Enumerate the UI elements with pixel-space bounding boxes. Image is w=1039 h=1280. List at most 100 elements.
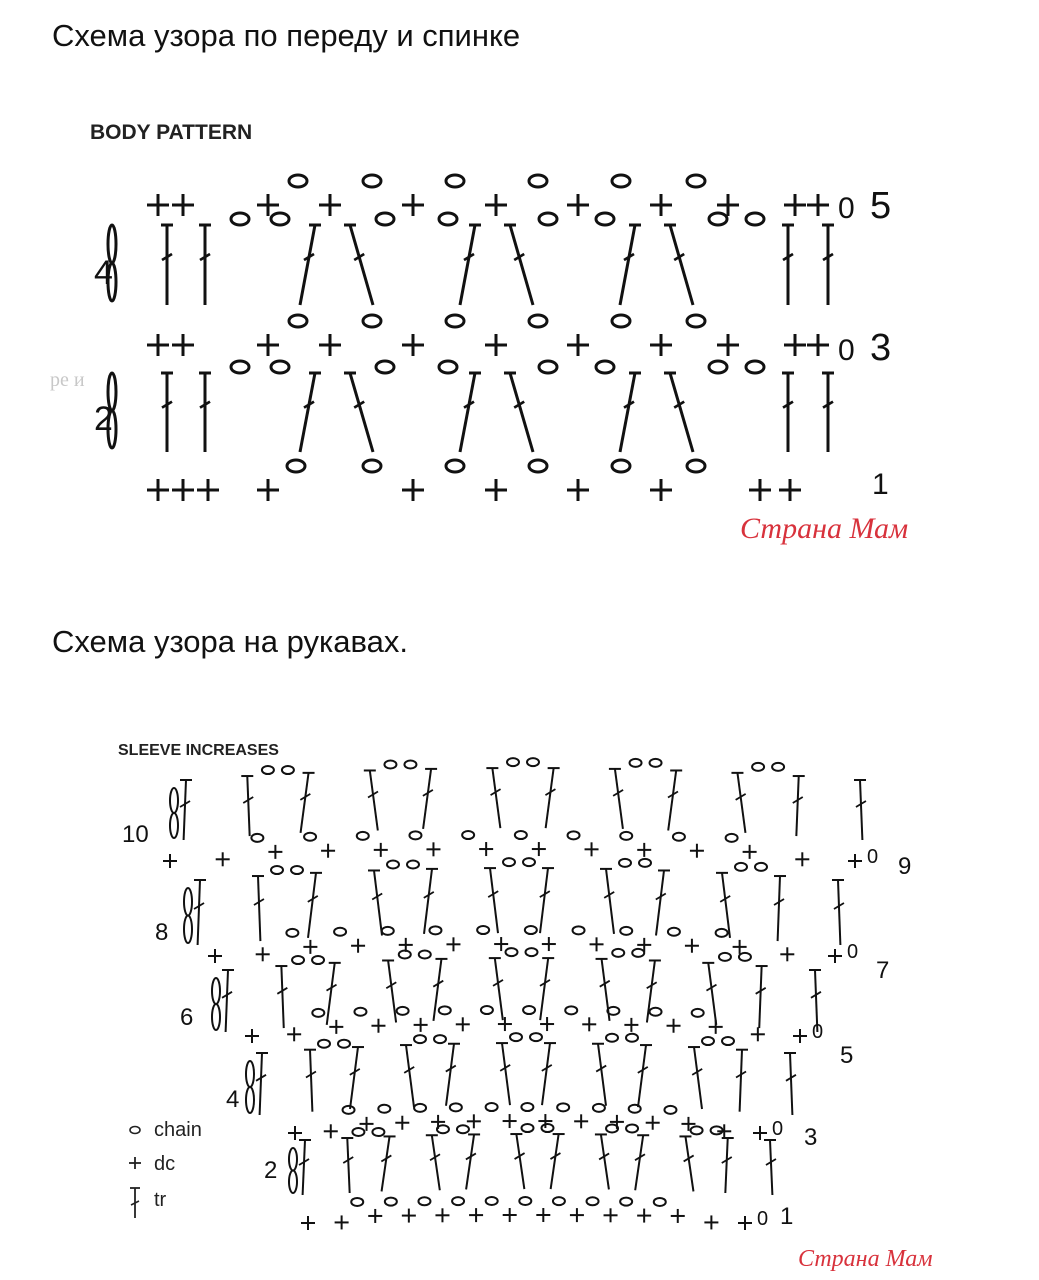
chain-symbol: [754, 861, 768, 872]
tr-symbol: [510, 1133, 526, 1190]
tr-stroke: [221, 991, 233, 999]
tr-stroke: [465, 1152, 477, 1161]
tr-stroke: [706, 983, 717, 992]
tr-stroke: [735, 793, 747, 801]
chain-symbol: [291, 955, 306, 966]
dc-symbol: [426, 842, 441, 857]
chain-symbol: [377, 1103, 392, 1114]
dc-symbol: [717, 194, 739, 216]
dc-symbol: [569, 1208, 584, 1223]
tr-symbol: [679, 1135, 695, 1192]
chain-symbol: [564, 1005, 579, 1016]
tr-symbol: [539, 957, 555, 1021]
chain-symbol: [709, 1125, 724, 1136]
chain-symbol: [663, 1104, 678, 1115]
dc-symbol: [172, 334, 194, 356]
chain-symbol: [690, 1007, 705, 1018]
tr-symbol: [618, 371, 641, 453]
chain-symbol: [311, 955, 326, 966]
tr-stroke: [423, 868, 433, 935]
dc-symbol: [828, 949, 842, 963]
row-number-8: 8: [155, 919, 168, 946]
tr-stroke: [326, 983, 337, 992]
chain-symbol: [341, 1104, 356, 1115]
tr-stroke: [463, 400, 475, 409]
tr-stroke: [348, 224, 375, 306]
tr-stroke: [603, 891, 615, 899]
tr-symbol: [655, 869, 670, 936]
tr-symbol: [539, 867, 554, 934]
chain-symbol: [211, 1003, 221, 1031]
chain-symbol: [250, 832, 265, 843]
tr-stroke: [299, 793, 311, 801]
chain-symbol: [290, 865, 304, 876]
chain-symbol: [652, 1196, 667, 1207]
tr-stroke: [721, 1156, 733, 1164]
sleeve-increases-chart: SLEEVE INCREASES 10 9 8 7 6 5 4 3 2 1 ch…: [118, 742, 933, 1272]
start-mark: 0: [757, 1208, 768, 1230]
chain-symbol: [285, 458, 307, 474]
tr-stroke: [349, 1046, 359, 1110]
tr-stroke: [855, 800, 867, 808]
tr-stroke: [721, 872, 731, 938]
chain-symbol: [585, 1196, 600, 1207]
dc-symbol: [466, 1114, 481, 1129]
tr-stroke: [646, 981, 658, 990]
chain-symbol: [183, 914, 193, 944]
chain-symbol: [280, 765, 295, 776]
dc-symbol: [750, 1027, 765, 1042]
dc-symbol: [147, 194, 169, 216]
chain-symbol: [435, 1124, 450, 1135]
tr-stroke: [458, 224, 477, 306]
dc-symbol: [255, 947, 270, 962]
dc-symbol: [288, 1126, 302, 1140]
chain-symbol: [444, 313, 466, 329]
tr-stroke: [492, 979, 504, 987]
tr-stroke: [299, 772, 310, 833]
dc-symbol: [497, 1017, 512, 1032]
chain-symbol: [437, 1005, 452, 1016]
tr-stroke: [707, 962, 718, 1025]
start-mark: 0: [838, 334, 855, 367]
chain-symbol: [288, 1169, 298, 1194]
chain-symbol: [591, 1102, 606, 1113]
tr-symbol: [349, 1046, 364, 1110]
tr-stroke: [422, 768, 433, 830]
tr-stroke: [423, 891, 435, 899]
chain-symbol: [374, 211, 396, 227]
tr-symbol: [688, 1046, 703, 1110]
tr-symbol: [541, 1042, 556, 1106]
chain-symbol: [106, 261, 118, 303]
dc-symbol: [541, 937, 556, 952]
tr-stroke: [445, 1043, 455, 1106]
dc-symbol: [402, 194, 424, 216]
chain-symbol: [417, 949, 432, 960]
chain-symbol: [540, 1123, 555, 1134]
chain-symbol: [169, 787, 179, 814]
dc-symbol: [319, 194, 341, 216]
tr-symbol: [241, 775, 254, 837]
tr-symbol: [488, 957, 504, 1021]
legend-dc-label: dc: [154, 1153, 175, 1175]
dc-symbol: [208, 949, 222, 963]
tr-stroke: [258, 1052, 263, 1116]
chain-symbol: [269, 211, 291, 227]
chain-symbol: [451, 1196, 466, 1207]
tr-stroke: [837, 879, 842, 946]
tr-symbol: [731, 771, 747, 833]
chain-symbol: [631, 947, 646, 958]
chain-symbol: [707, 211, 729, 227]
chain-symbol: [701, 1036, 715, 1047]
tr-stroke: [508, 224, 535, 306]
chain-symbol: [685, 313, 707, 329]
tr-stroke: [599, 1134, 610, 1190]
tr-stroke: [224, 969, 229, 1033]
tr-stroke: [738, 1049, 743, 1112]
dc-symbol: [329, 1019, 344, 1034]
chain-symbol: [628, 757, 643, 768]
tr-symbol: [832, 879, 845, 946]
legend: chain dc tr: [129, 1119, 202, 1218]
tr-stroke: [499, 1064, 511, 1072]
dc-symbol: [749, 479, 771, 501]
tr-stroke: [765, 1158, 777, 1166]
